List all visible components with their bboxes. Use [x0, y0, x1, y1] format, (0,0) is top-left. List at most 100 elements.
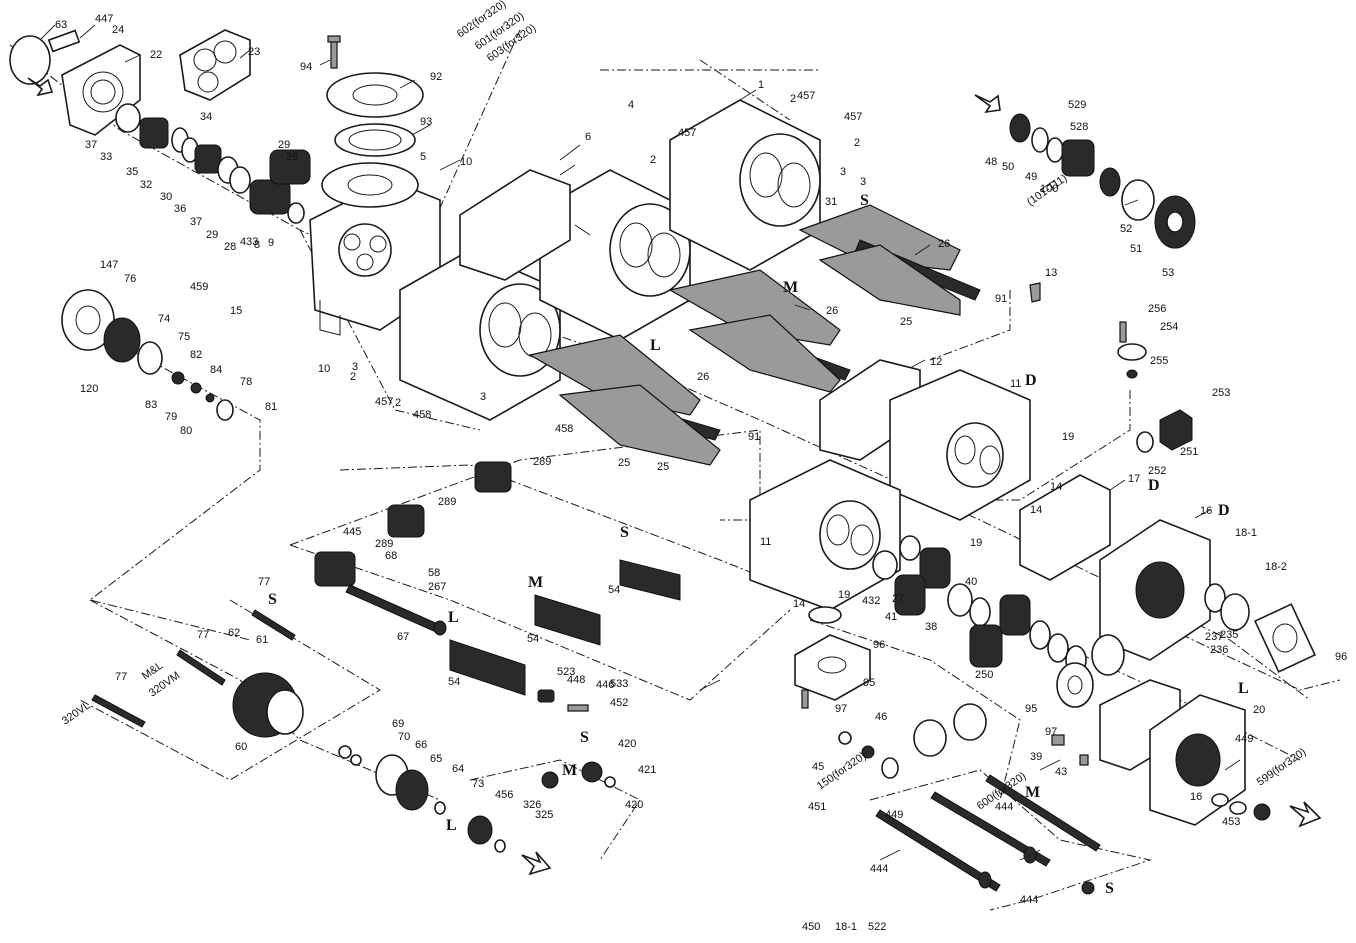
part-label: 25 — [900, 316, 912, 328]
arrow-in-right — [974, 94, 1001, 114]
part-label: 447 — [95, 13, 113, 25]
part-label: 255 — [1150, 355, 1168, 367]
part-label: L — [1238, 680, 1249, 697]
part-label: 289 — [375, 538, 393, 550]
part-label: 289 — [533, 456, 551, 468]
part-label: 3 — [860, 176, 866, 188]
part-label: 252 — [1148, 465, 1166, 477]
part-label: 458 — [555, 423, 573, 435]
part-label: 60 — [235, 741, 247, 753]
part-label: 236 — [1210, 644, 1228, 656]
part-label: 46 — [875, 711, 887, 723]
part-label: 421 — [638, 764, 656, 776]
part-label: 28 — [224, 241, 236, 253]
part-label: 445 — [343, 526, 361, 538]
part-label: 11 — [1010, 378, 1021, 390]
part-label: 70 — [398, 731, 410, 743]
part-label: 68 — [385, 550, 397, 562]
o-ring-96 — [808, 606, 842, 624]
part-label: 62 — [228, 627, 240, 639]
part-label: 77 — [197, 629, 209, 641]
part-label: 43 — [1055, 766, 1067, 778]
rod-77-ML — [176, 649, 226, 686]
part-label: 325 — [535, 809, 553, 821]
part-label: 51 — [1130, 243, 1142, 255]
part-label: 66 — [415, 739, 427, 751]
small-parts-right — [1029, 282, 1193, 453]
part-label: 91 — [748, 431, 760, 443]
rod-77-S — [251, 609, 296, 641]
part-label: 82 — [190, 349, 202, 361]
part-label: 31 — [825, 196, 837, 208]
slide-289-low — [314, 551, 356, 587]
part-label: S — [620, 524, 629, 541]
part-label: 34 — [200, 111, 212, 123]
part-label: 14 — [1050, 481, 1062, 493]
gasket-17 — [1019, 474, 1111, 581]
part-label: 237 — [1205, 631, 1223, 643]
part-label: 83 — [145, 399, 157, 411]
part-label: 433 — [240, 236, 258, 248]
slide-289-top — [474, 461, 512, 493]
bearing-30 — [194, 144, 222, 174]
o-ring-150-a — [913, 719, 947, 757]
slide-valves — [314, 461, 681, 712]
part-label: 420 — [625, 799, 643, 811]
part-label: 15 — [230, 305, 242, 317]
arrow-out-bottom — [521, 851, 552, 876]
part-label: 267 — [428, 581, 446, 593]
part-label: 35 — [126, 166, 138, 178]
part-label: 91 — [995, 293, 1007, 305]
discharge-housings — [749, 369, 1317, 673]
part-label: 9 — [268, 237, 274, 249]
leader-lines — [39, 24, 1241, 861]
part-label: M — [528, 574, 543, 591]
part-label: 2 — [650, 154, 656, 166]
part-label: 3 — [840, 166, 846, 178]
part-label: 450 — [802, 921, 820, 933]
part-label: S — [580, 729, 589, 746]
flange-43 — [1056, 662, 1094, 708]
part-label: 446 — [596, 679, 614, 691]
part-label: 100 — [1040, 183, 1058, 195]
part-label: 453 — [1222, 816, 1240, 828]
part-label: 11 — [760, 536, 771, 548]
left-shaft-seal-group — [61, 289, 234, 421]
part-label: S — [268, 591, 277, 608]
flange-92 — [326, 72, 424, 118]
part-label: 10 — [318, 363, 330, 375]
part-label: 19 — [1062, 431, 1074, 443]
rotor-M-25 — [688, 314, 841, 393]
arrow-in-left — [27, 77, 54, 97]
part-label: 18-1 — [1235, 527, 1257, 539]
part-label: 253 — [1212, 387, 1230, 399]
part-label: 320VL — [60, 699, 93, 727]
part-label: 522 — [868, 921, 886, 933]
part-label: 28 — [286, 151, 298, 163]
gasket-93 — [334, 123, 416, 157]
part-label: 94 — [300, 61, 312, 73]
part-label: 92 — [430, 71, 442, 83]
part-label: 6 — [585, 131, 591, 143]
part-label: 77 — [258, 576, 270, 588]
rotor-S-25 — [818, 244, 961, 316]
part-label: 599(for320) — [1255, 746, 1308, 788]
part-label: 41 — [885, 611, 897, 623]
rotor-L-26 — [528, 334, 701, 416]
part-label: 67 — [397, 631, 409, 643]
bolt-94 — [330, 39, 338, 69]
part-label: 54 — [527, 633, 539, 645]
part-label: D — [1025, 372, 1037, 389]
part-label: 2 — [395, 397, 401, 409]
part-label: 529 — [1068, 99, 1086, 111]
part-label: 457 — [375, 396, 393, 408]
part-label: 93 — [420, 116, 432, 128]
part-label: S — [1105, 880, 1114, 897]
tie-bolt-L — [875, 809, 1001, 892]
piston-64 — [395, 769, 429, 811]
part-label: 76 — [124, 273, 136, 285]
part-label: M — [1025, 784, 1040, 801]
piston-326 — [467, 815, 493, 845]
part-label: 452 — [610, 697, 628, 709]
part-label: 54 — [608, 584, 620, 596]
